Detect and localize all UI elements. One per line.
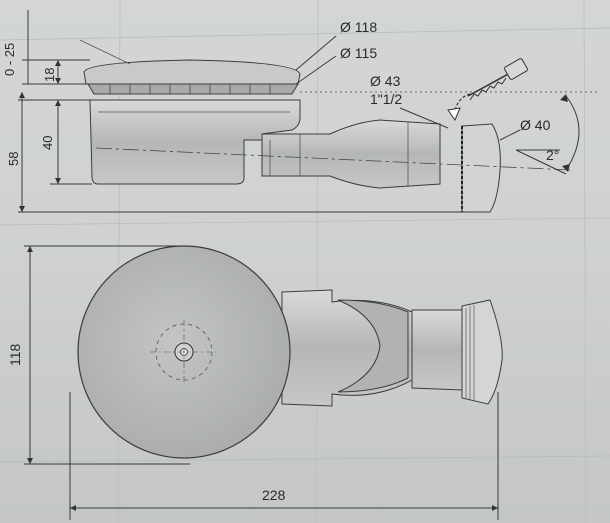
grate-plate <box>87 83 299 95</box>
side-view <box>83 58 600 213</box>
dia-cover-label: Ø 118 <box>340 19 377 35</box>
drain-body <box>89 99 301 185</box>
top-view-dimensions <box>24 245 499 520</box>
dim-body-height: 40 <box>40 136 55 150</box>
dim-total-height: 58 <box>6 152 21 166</box>
top-view <box>77 245 503 459</box>
outlet-nut <box>461 123 501 213</box>
dim-width-label: 118 <box>7 343 23 366</box>
outlet-thread-label: 1"1/2 <box>370 91 402 107</box>
dim-length-label: 228 <box>262 487 286 503</box>
saw-icon <box>467 58 528 101</box>
dia-pipe-label: Ø 40 <box>520 117 551 133</box>
side-view-dimensions <box>18 10 521 213</box>
dia-grate-label: Ø 115 <box>340 45 377 61</box>
top-outlet-nut <box>461 299 503 405</box>
dim-cap-height: 18 <box>42 68 57 82</box>
outlet-elbow <box>261 119 441 189</box>
cover-cap <box>83 59 301 85</box>
dia-outlet-label: Ø 43 <box>370 73 401 89</box>
slope-label: 2° <box>546 147 559 163</box>
dim-top-range: 0 - 25 <box>2 43 17 76</box>
